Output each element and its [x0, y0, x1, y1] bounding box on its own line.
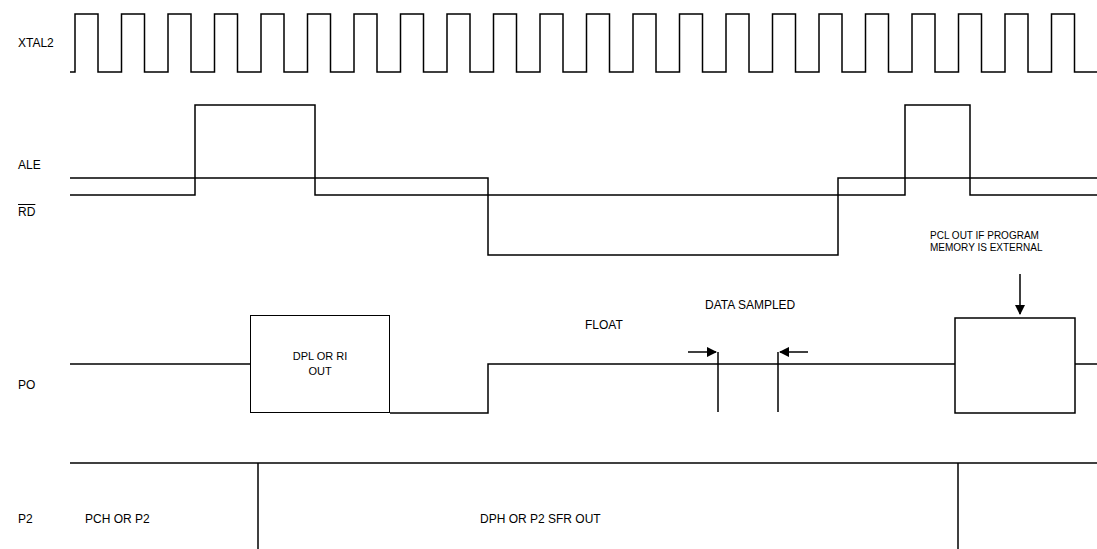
- signal-name: XTAL2: [18, 36, 54, 50]
- ale-wave: [70, 105, 1097, 195]
- bus-value-text: DPL OR RI OUT: [284, 349, 356, 379]
- signal-name: RD: [18, 205, 35, 219]
- bus-state: FLOAT: [585, 318, 623, 332]
- bus-separator: [257, 463, 259, 549]
- bus-value: DPH OR P2 SFR OUT: [480, 512, 601, 526]
- p0-wave: [70, 363, 250, 365]
- sample-arrow: [688, 351, 716, 353]
- bus-box: [955, 318, 1075, 413]
- sample-tick: [717, 352, 719, 412]
- clock-wave: [70, 14, 1097, 72]
- callout-note: PCL OUT IF PROGRAM MEMORY IS EXTERNAL: [930, 230, 1080, 254]
- p0-wave: [1075, 363, 1097, 365]
- signal-name: PO: [18, 378, 35, 392]
- timing-note: DATA SAMPLED: [705, 298, 795, 312]
- sample-tick: [777, 352, 779, 412]
- bus-value: PCH OR P2: [85, 512, 150, 526]
- bus-value-box: DPL OR RI OUT: [250, 315, 390, 413]
- rd-wave: [70, 178, 1097, 255]
- signal-name: P2: [18, 512, 33, 526]
- p0-wave: [390, 364, 955, 413]
- signal-name: ALE: [18, 158, 41, 172]
- p2-bus: [70, 462, 1097, 464]
- callout-arrow: [1019, 274, 1021, 314]
- bus-separator: [957, 463, 959, 549]
- sample-arrow: [780, 351, 808, 353]
